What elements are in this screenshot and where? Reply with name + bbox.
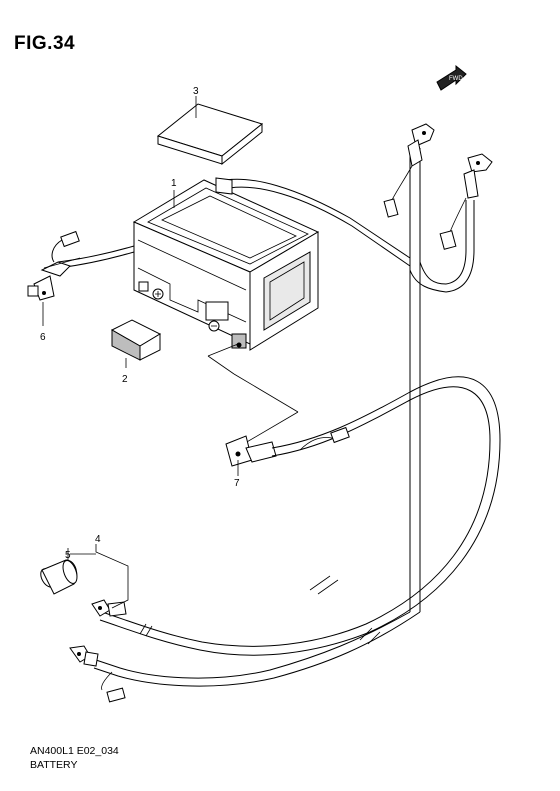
- callout-3: 3: [193, 86, 199, 97]
- figure-title: FIG.34: [14, 33, 76, 54]
- cable-part-7[interactable]: [207, 343, 411, 467]
- callout-4: 4: [95, 534, 101, 545]
- part-2-block[interactable]: [110, 319, 162, 361]
- forward-arrow-icon: FWD: [436, 64, 467, 91]
- main-harness-right[interactable]: [383, 123, 493, 612]
- callout-6: 6: [40, 332, 46, 343]
- callout-5: 5: [65, 550, 71, 561]
- battery-pad-part-3[interactable]: [156, 96, 264, 166]
- bottom-ground-cable[interactable]: [69, 611, 421, 703]
- figure-caption: BATTERY: [30, 759, 78, 771]
- callout-7: 7: [234, 478, 240, 489]
- battery-part-1[interactable]: [132, 177, 411, 351]
- callout-leaders: [42, 190, 239, 609]
- callout-1: 1: [171, 178, 177, 189]
- fwd-label: FWD: [449, 76, 463, 82]
- loop-cable[interactable]: [91, 376, 501, 656]
- model-code: AN400L1 E02_034: [30, 745, 119, 757]
- callout-2: 2: [122, 374, 128, 385]
- left-cable-part-6[interactable]: [27, 230, 135, 301]
- terminal-cover-part-5[interactable]: [38, 559, 80, 595]
